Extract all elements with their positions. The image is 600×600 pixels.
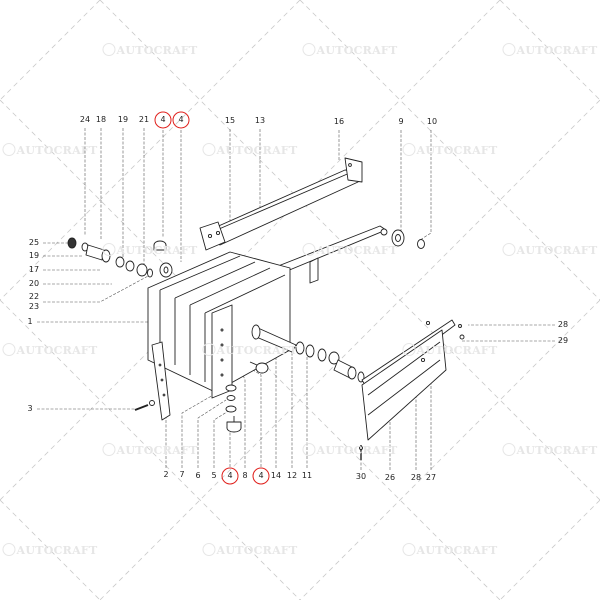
autocraft-watermark: AUTOCRAFT (2, 343, 97, 357)
watermark-text: AUTOCRAFT (216, 544, 298, 557)
watermark-logo-icon (2, 343, 16, 356)
part-callout: 13 (254, 116, 266, 125)
part-callout: 10 (426, 117, 438, 126)
autocraft-watermark: AUTOCRAFT (102, 43, 197, 57)
watermark-logo-icon (502, 243, 516, 256)
part-callout: 29 (557, 336, 569, 345)
part-callout: 27 (425, 473, 437, 482)
part-callout: 25 (28, 238, 40, 247)
autocraft-watermark: AUTOCRAFT (302, 43, 397, 57)
part-callout: 19 (28, 251, 40, 260)
part-callout: 12 (286, 471, 298, 480)
highlight-circle-icon (252, 467, 270, 485)
part-callout: 24 (79, 115, 91, 124)
watermark-logo-icon (302, 43, 316, 56)
highlight-circle-icon (221, 467, 239, 485)
watermark-logo-icon (302, 443, 316, 456)
autocraft-watermark: AUTOCRAFT (502, 443, 597, 457)
part-callout: 8 (242, 471, 248, 480)
watermark-logo-icon (2, 143, 16, 156)
watermark-text: AUTOCRAFT (16, 344, 98, 357)
part-callout: 14 (270, 471, 282, 480)
watermark-text: AUTOCRAFT (16, 544, 98, 557)
watermark-logo-icon (402, 543, 416, 556)
autocraft-watermark: AUTOCRAFT (302, 443, 397, 457)
part-callout-highlighted: 4 (178, 115, 184, 124)
autocraft-watermark: AUTOCRAFT (402, 543, 497, 557)
watermark-text: AUTOCRAFT (116, 244, 198, 257)
watermark-logo-icon (2, 543, 16, 556)
part-callout: 26 (384, 473, 396, 482)
watermark-text: AUTOCRAFT (516, 444, 598, 457)
watermark-logo-icon (102, 243, 116, 256)
watermark-logo-icon (102, 43, 116, 56)
autocraft-watermark: AUTOCRAFT (102, 443, 197, 457)
watermark-logo-icon (102, 443, 116, 456)
watermark-logo-icon (502, 443, 516, 456)
watermark-text: AUTOCRAFT (516, 244, 598, 257)
watermark-text: AUTOCRAFT (216, 344, 298, 357)
part-callout: 15 (224, 116, 236, 125)
part-callout: 5 (211, 471, 217, 480)
watermark-logo-icon (202, 143, 216, 156)
part-callout: 22 (28, 292, 40, 301)
watermark-text: AUTOCRAFT (416, 544, 498, 557)
part-callout: 21 (138, 115, 150, 124)
watermark-logo-icon (202, 543, 216, 556)
part-callout: 30 (355, 472, 367, 481)
leader-lines (37, 128, 555, 470)
highlight-circle-icon (172, 111, 190, 129)
autocraft-watermark: AUTOCRAFT (202, 343, 297, 357)
watermark-text: AUTOCRAFT (316, 244, 398, 257)
part-callout: 18 (95, 115, 107, 124)
part-callout: 28 (557, 320, 569, 329)
watermark-logo-icon (402, 343, 416, 356)
autocraft-watermark: AUTOCRAFT (402, 343, 497, 357)
highlight-circle-icon (154, 111, 172, 129)
watermark-text: AUTOCRAFT (216, 144, 298, 157)
part-callout: 20 (28, 279, 40, 288)
part-callout: 3 (27, 404, 33, 413)
watermark-logo-icon (502, 43, 516, 56)
watermark-text: AUTOCRAFT (416, 344, 498, 357)
watermark-text: AUTOCRAFT (116, 44, 198, 57)
autocraft-watermark: AUTOCRAFT (202, 143, 297, 157)
watermark-logo-icon (402, 143, 416, 156)
part-callout: 23 (28, 302, 40, 311)
frame-assembly (67, 157, 465, 460)
watermark-text: AUTOCRAFT (316, 44, 398, 57)
part-callout: 11 (301, 471, 313, 480)
part-callout: 7 (179, 470, 185, 479)
part-callout-highlighted: 4 (227, 471, 233, 480)
watermark-text: AUTOCRAFT (516, 44, 598, 57)
watermark-logo-icon (202, 343, 216, 356)
watermark-logo-icon (302, 243, 316, 256)
autocraft-watermark: AUTOCRAFT (302, 243, 397, 257)
part-callout: 17 (28, 265, 40, 274)
part-callout: 16 (333, 117, 345, 126)
part-callout-highlighted: 4 (258, 471, 264, 480)
autocraft-watermark: AUTOCRAFT (502, 43, 597, 57)
watermark-text: AUTOCRAFT (416, 144, 498, 157)
part-callout: 19 (117, 115, 129, 124)
part-callout: 28 (410, 473, 422, 482)
autocraft-watermark: AUTOCRAFT (102, 243, 197, 257)
watermark-text: AUTOCRAFT (16, 144, 98, 157)
autocraft-watermark: AUTOCRAFT (202, 543, 297, 557)
part-callout-highlighted: 4 (160, 115, 166, 124)
part-callout: 9 (398, 117, 404, 126)
part-callout: 6 (195, 471, 201, 480)
part-callout: 2 (163, 470, 169, 479)
autocraft-watermark: AUTOCRAFT (502, 243, 597, 257)
watermark-text: AUTOCRAFT (116, 444, 198, 457)
autocraft-watermark: AUTOCRAFT (2, 143, 97, 157)
part-callout: 1 (27, 317, 33, 326)
watermark-text: AUTOCRAFT (316, 444, 398, 457)
autocraft-watermark: AUTOCRAFT (402, 143, 497, 157)
autocraft-watermark: AUTOCRAFT (2, 543, 97, 557)
